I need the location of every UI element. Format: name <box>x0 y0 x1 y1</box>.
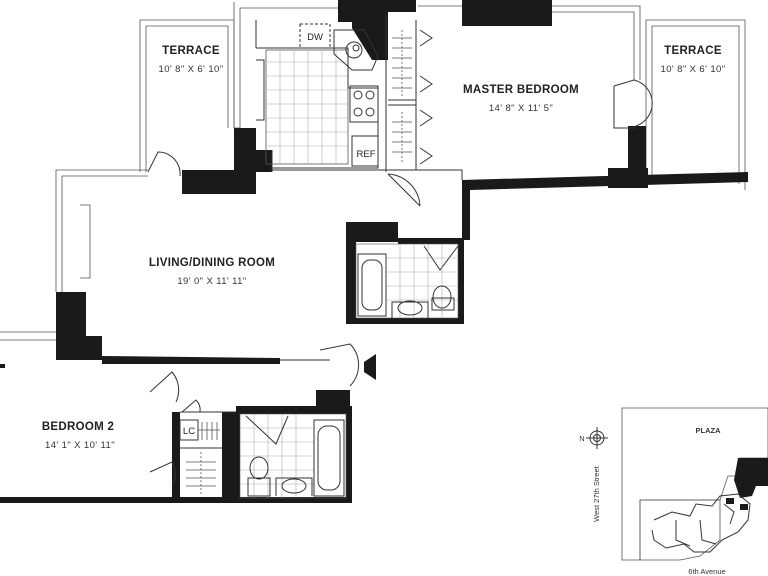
master-bedroom-dims: 14' 8" X 11' 5" <box>489 103 553 114</box>
plaza-label: PLAZA <box>696 426 722 435</box>
dishwasher-label: DW <box>307 32 323 43</box>
north-label: N <box>579 434 584 443</box>
master-bedroom-name: MASTER BEDROOM <box>463 84 579 96</box>
labels: TERRACE 10' 8" X 6' 10" TERRACE 10' 8" X… <box>42 32 726 576</box>
terrace-left-outline <box>139 19 235 172</box>
site-map <box>586 407 768 561</box>
bedroom-2-name: BEDROOM 2 <box>42 421 114 433</box>
bath-2 <box>239 413 347 499</box>
exterior-window-left <box>0 169 148 341</box>
terrace-right-dims: 10' 8" X 6' 10" <box>661 64 726 75</box>
master-bath <box>355 243 459 319</box>
closets-bedroom2 <box>179 419 220 494</box>
walls <box>0 0 748 503</box>
kitchen <box>255 20 379 169</box>
living-dining-name: LIVING/DINING ROOM <box>149 257 275 269</box>
terrace-left-name: TERRACE <box>162 45 220 57</box>
partitions <box>180 14 463 449</box>
master-closets <box>392 30 412 164</box>
terrace-left-dims: 10' 8" X 6' 10" <box>159 64 224 75</box>
doors <box>147 29 653 487</box>
refrigerator-label: REF <box>357 149 376 160</box>
linen-closet-label: LC <box>183 426 195 437</box>
bedroom-2-dims: 14' 1" X 10' 11" <box>45 440 115 451</box>
street-south-label: 6th Avenue <box>688 567 725 576</box>
street-west-label: West 27th Street <box>592 465 601 522</box>
living-dining-dims: 19' 0" X 11' 11" <box>177 276 246 287</box>
exterior-window-top <box>233 2 641 129</box>
terrace-right-name: TERRACE <box>664 45 722 57</box>
